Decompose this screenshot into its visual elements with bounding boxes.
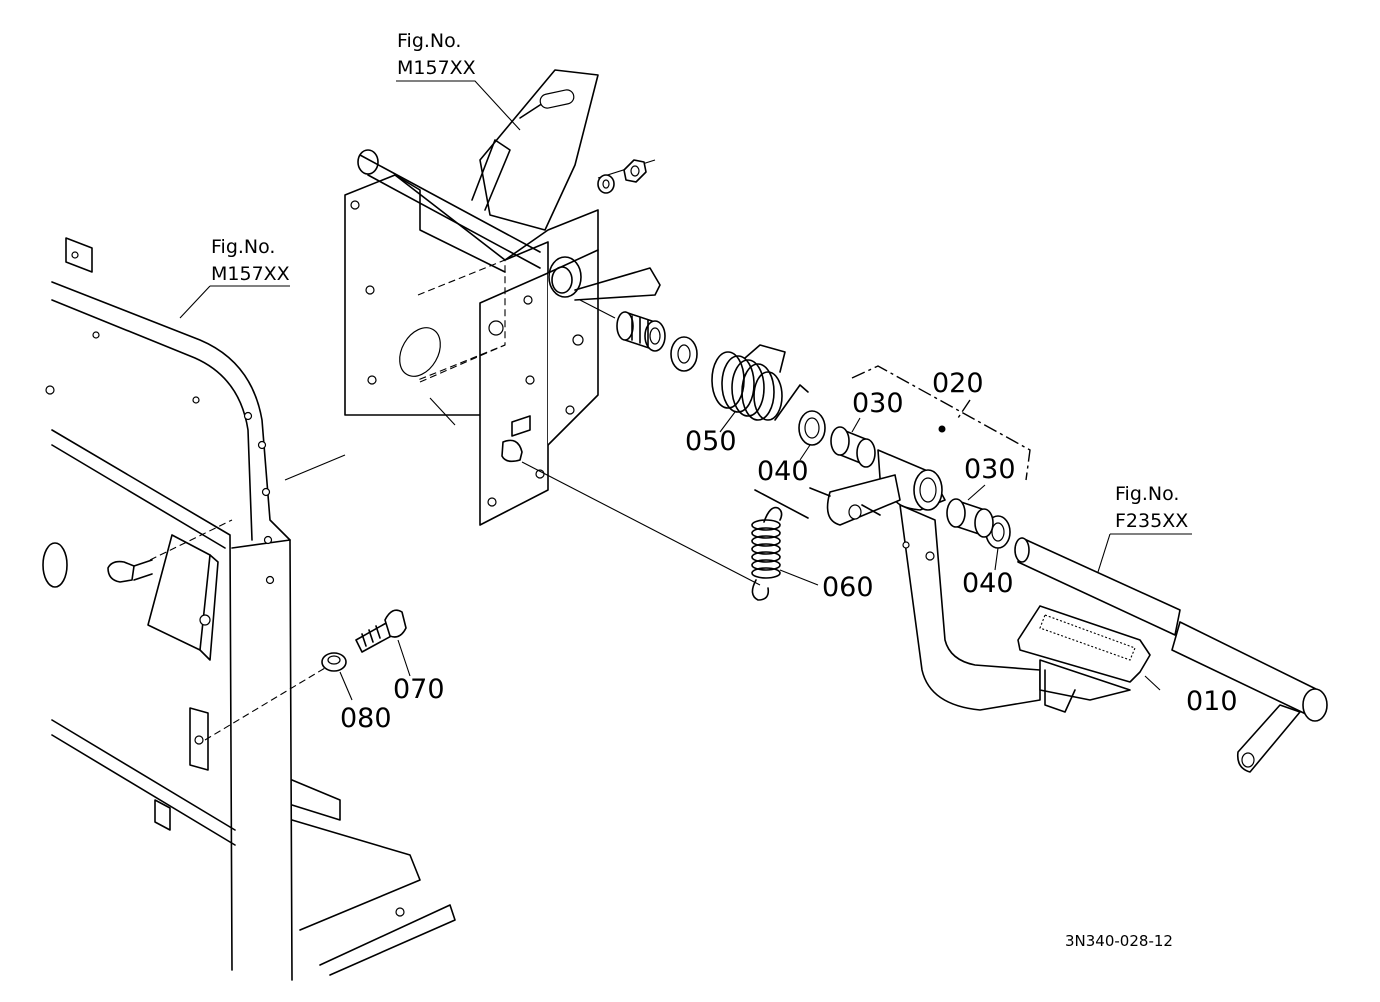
centerline-spring [521,461,761,586]
collar-040-a [798,410,826,446]
part-label-060: 060 [822,572,874,603]
pedal-pad-010 [1017,605,1151,713]
bushing-030-a [830,426,876,468]
nut-and-washer [597,159,647,194]
figure-ref-number: M157XX [211,263,290,285]
pedal-arm-020 [826,425,1041,711]
figure-ref-title: Fig.No. [1115,483,1179,505]
figure-ref-left: Fig.No. M157XX [211,236,290,285]
torsion-spring-050 [711,344,809,421]
figure-ref-right: Fig.No. F235XX [1115,483,1188,532]
drawing-code: 3N340-028-12 [1065,932,1173,950]
bearing [616,311,666,352]
frame-panel [42,237,456,981]
figure-ref-title: Fig.No. [397,30,461,52]
part-label-030: 030 [852,388,904,419]
return-spring-060 [751,487,831,601]
bushing-030-b [946,498,994,538]
pedal-shaft [1014,537,1328,773]
pedal-bracket [344,69,661,526]
centerline-collar-dash [204,667,326,741]
part-label-040: 040 [757,456,809,487]
centerline-bolt-dash [149,519,233,561]
figure-ref-title: Fig.No. [211,236,275,258]
collar-080 [321,652,347,672]
part-label-080: 080 [340,703,392,734]
figure-ref-number: F235XX [1115,510,1188,532]
bolt-070 [355,609,407,653]
centerline-plate [284,454,346,481]
part-label-040: 040 [962,568,1014,599]
washer-spacer [670,336,698,372]
centerline-cable [429,397,456,426]
part-label-020: 020 [932,368,984,399]
part-label-030: 030 [964,454,1016,485]
part-label-010: 010 [1186,686,1238,717]
centerline-pivot [579,299,616,319]
part-label-070: 070 [393,674,445,705]
leader-lines [179,80,1192,701]
figure-ref-number: M157XX [397,57,476,79]
part-label-050: 050 [685,426,737,457]
figure-ref-top: Fig.No. M157XX [397,30,476,79]
